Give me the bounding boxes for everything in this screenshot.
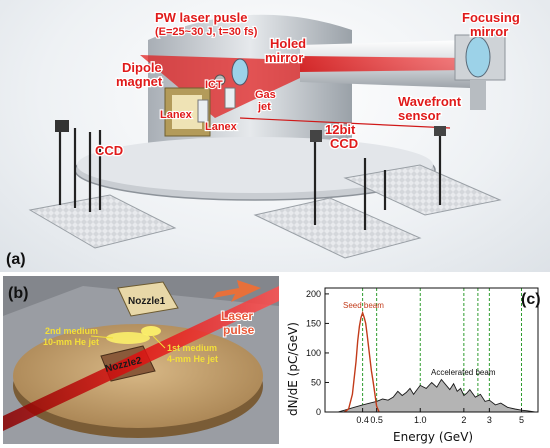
- label-nozzle1: Nozzle1: [128, 296, 166, 307]
- accelerated-beam-line: [337, 378, 536, 413]
- panel-b-target-render: Nozzle1 Nozzle2 Laser pulse 2nd medium 1…: [3, 276, 279, 444]
- label-holed-mirror-1: Holed: [270, 36, 306, 51]
- label-dipole-1: Dipole: [122, 60, 162, 75]
- label-lanex-1: Lanex: [160, 109, 193, 121]
- label-wavefront-2: sensor: [398, 108, 441, 123]
- label-dipole-2: magnet: [116, 74, 163, 89]
- green-dashed-lines: [362, 288, 522, 412]
- accelerated-beam-area: [337, 379, 535, 412]
- label-gas-jet-2: jet: [257, 101, 271, 113]
- label-laser-2: pulse: [223, 323, 255, 337]
- panel-a-tag: (a): [6, 251, 26, 268]
- laser-pulse-beam: [3, 286, 279, 431]
- label-ccd: CCD: [95, 143, 123, 158]
- holed-mirror-icon: [231, 58, 249, 86]
- label-laser-params: (E=25~30 J, t=30 fs): [155, 26, 258, 38]
- label-ccd-12bit-2: CCD: [330, 136, 358, 151]
- y-axis-title: dN/dE (pC/GeV): [286, 322, 300, 416]
- posts-left: [58, 128, 102, 212]
- x-tick-label: 3: [487, 415, 492, 425]
- laser-beam-chamber: [140, 55, 300, 118]
- label-laser-1: Laser: [221, 309, 253, 323]
- x-tick-label: 2: [461, 415, 466, 425]
- label-focusing-mirror-1: Focusing: [462, 10, 520, 25]
- pointer-medium1: [152, 335, 166, 349]
- wavefront-sensor: [434, 126, 446, 136]
- lanex-screen-1: [197, 99, 209, 123]
- label-holed-mirror-2: mirror: [265, 50, 303, 65]
- label-medium1-2: 4-mm He jet: [167, 354, 218, 364]
- optical-table-center: [253, 197, 422, 259]
- label-ict: ICT: [205, 79, 223, 91]
- lanex-screen-2: [224, 87, 236, 109]
- optical-table-right: [343, 164, 502, 216]
- label-focusing-mirror-2: mirror: [470, 24, 508, 39]
- plot-frame: [324, 287, 539, 413]
- focusing-mirror-icon: [465, 36, 491, 78]
- nozzle1-block: [117, 281, 179, 317]
- series-label-accelerated: Accelerated beam: [431, 368, 496, 377]
- label-ccd-12bit-1: 12bit: [325, 122, 356, 137]
- x-tick-label: 0.5: [370, 415, 383, 425]
- optical-table-left: [28, 194, 177, 249]
- x-axis-title: Energy (GeV): [393, 430, 473, 444]
- y-tick-label: 150: [306, 318, 321, 328]
- label-laser-title: PW laser pusle: [155, 10, 247, 25]
- focusing-mirror-stand: [470, 80, 486, 110]
- setup-illustration: PW laser pusle (E=25~30 J, t=30 fs) Focu…: [6, 9, 521, 268]
- pointer-medium2: [90, 335, 114, 339]
- laser-beam-tube: [300, 56, 470, 72]
- diagnostic-beam-line: [239, 117, 451, 129]
- label-medium2-1: 2nd medium: [45, 326, 98, 336]
- label-medium2-2: 10-mm He jet: [43, 337, 99, 347]
- label-lanex-2: Lanex: [205, 121, 238, 133]
- x-tick-label: 5: [519, 415, 524, 425]
- series-label-seed: Seed beam: [343, 301, 384, 310]
- y-tick-label: 100: [306, 348, 321, 358]
- x-tick-label: 0.4: [356, 415, 369, 425]
- he-jet-1st: [141, 326, 161, 336]
- label-gas-jet-1: Gas: [255, 89, 276, 101]
- y-tick-label: 200: [306, 289, 321, 299]
- label-medium1-1: 1st medium: [167, 343, 217, 353]
- y-tick-label: 50: [311, 377, 321, 387]
- y-axis-ticks: 0 50 100 150 200: [306, 289, 329, 417]
- target-illustration: Nozzle1 Nozzle2 Laser pulse 2nd medium 1…: [3, 276, 279, 444]
- label-wavefront-1: Wavefront: [398, 94, 462, 109]
- y-tick-label: 0: [316, 407, 321, 417]
- panel-c-tag: (c): [521, 291, 541, 308]
- target-disk: [13, 324, 263, 428]
- ccd-12bit-camera: [310, 130, 322, 142]
- ccd-camera-left: [55, 120, 69, 132]
- seed-beam-line: [344, 310, 380, 413]
- he-jet-2nd: [106, 332, 150, 344]
- laser-direction-arrow: [213, 280, 261, 302]
- ict-icon: [214, 74, 226, 86]
- chamber-base-top: [77, 137, 433, 193]
- dipole-magnet-face: [172, 95, 202, 129]
- panel-b-tag: (b): [8, 285, 28, 302]
- panel-a-setup-render: PW laser pusle (E=25~30 J, t=30 fs) Focu…: [0, 0, 550, 272]
- posts-center: [313, 140, 387, 230]
- x-tick-label: 1.0: [414, 415, 427, 425]
